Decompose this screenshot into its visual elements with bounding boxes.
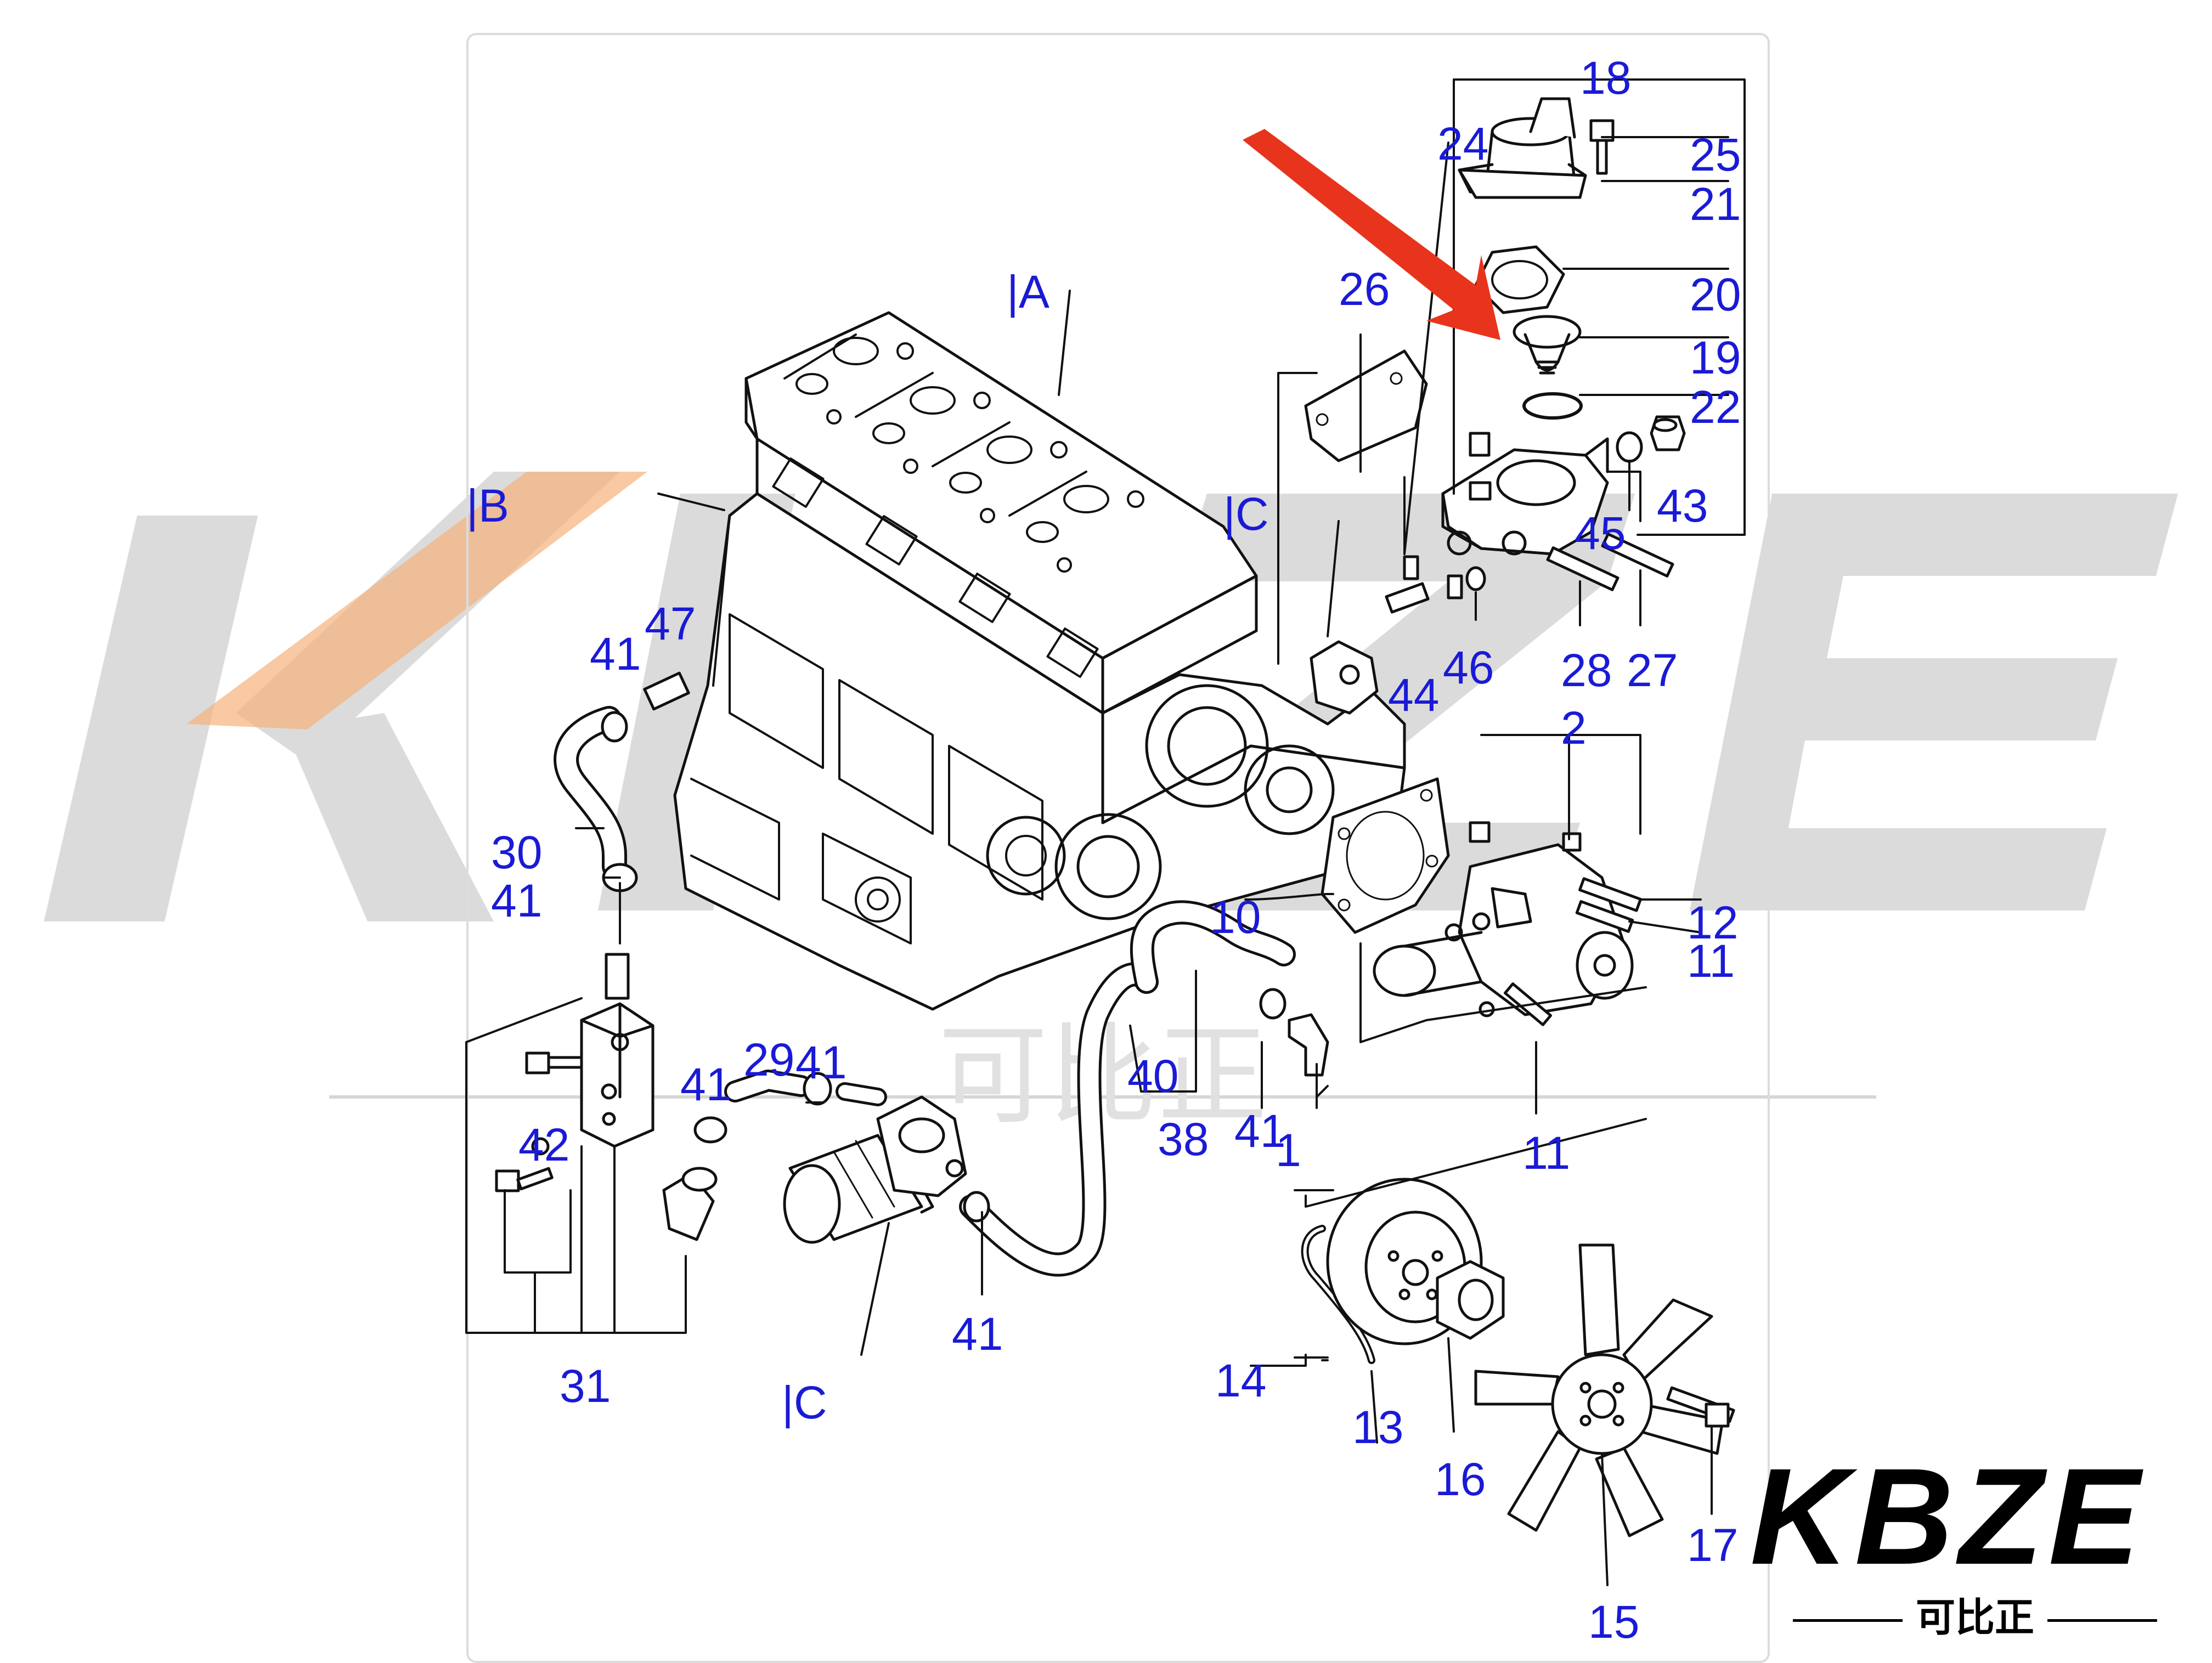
- callout-46: 46: [1443, 642, 1494, 693]
- callout-22: 22: [1690, 381, 1741, 433]
- callout-41-b: 41: [491, 875, 543, 926]
- callout-24: 24: [1437, 118, 1489, 169]
- red-arrow: [1243, 129, 1500, 340]
- callout-41-f: 41: [952, 1308, 1003, 1360]
- pump-bolts: [1469, 821, 1642, 1026]
- callout-44: 44: [1388, 669, 1440, 721]
- housing-parts-right: [1616, 415, 1686, 463]
- bolts-27-28: [1546, 533, 1674, 591]
- fitting-pipe: [605, 953, 630, 1000]
- fan-15: [1474, 1243, 1724, 1537]
- callout-17: 17: [1687, 1519, 1739, 1571]
- callout-20: 20: [1690, 269, 1741, 320]
- brand-logo-cn: 可比正: [1750, 1585, 2200, 1643]
- block-31: [580, 1002, 654, 1148]
- callout-ref-B: |B: [466, 480, 509, 531]
- callout-41-c: 41: [795, 1037, 847, 1088]
- callout-28: 28: [1561, 644, 1612, 696]
- callout-31: 31: [560, 1360, 611, 1412]
- thermostat-19: [1513, 315, 1582, 375]
- callout-14: 14: [1215, 1355, 1267, 1406]
- spacer-16: [1436, 1260, 1505, 1340]
- callout-1: 1: [1276, 1124, 1301, 1176]
- fitting-47: [643, 671, 690, 711]
- o-ring-22: [1522, 392, 1583, 420]
- callout-26: 26: [1339, 263, 1390, 315]
- callout-15: 15: [1588, 1596, 1640, 1648]
- callout-18: 18: [1580, 52, 1632, 104]
- callout-38: 38: [1158, 1113, 1209, 1165]
- callout-30: 30: [491, 827, 543, 878]
- v-belt-14: [1301, 1225, 1375, 1364]
- clamp-41-bottom: [963, 1191, 990, 1223]
- callout-16: 16: [1435, 1453, 1486, 1505]
- bolt-25: [1589, 119, 1615, 175]
- callout-11-b: 11: [1522, 1127, 1571, 1179]
- engine-block: [673, 311, 1406, 1011]
- callout-27: 27: [1627, 644, 1678, 696]
- gasket-10-holes: [1338, 789, 1438, 912]
- callout-19: 19: [1690, 332, 1741, 383]
- watermark-accent-shape: [187, 472, 647, 729]
- callout-11-a: 11: [1687, 935, 1735, 987]
- callout-13: 13: [1352, 1401, 1404, 1453]
- brand-logo: KBZE 可比正: [1750, 1440, 2200, 1641]
- callout-10: 10: [1210, 891, 1261, 943]
- elbow-1: [1259, 988, 1329, 1077]
- callout-ref-C-top: |C: [1223, 488, 1269, 540]
- callout-40: 40: [1127, 1050, 1179, 1102]
- callout-45: 45: [1575, 507, 1626, 559]
- callout-29: 29: [743, 1034, 795, 1085]
- leader-lines: [465, 78, 1746, 1586]
- oil-cooler: [876, 1095, 967, 1197]
- callout-12: 12: [1687, 897, 1739, 948]
- callout-25: 25: [1690, 129, 1741, 180]
- callout-42: 42: [518, 1119, 570, 1170]
- elbow-fitting: [662, 1116, 727, 1241]
- callout-2: 2: [1561, 702, 1587, 754]
- thermostat-case: [1441, 437, 1609, 556]
- callout-47: 47: [645, 598, 696, 649]
- callout-43: 43: [1657, 480, 1708, 531]
- brand-logo-word: KBZE: [1750, 1440, 2146, 1593]
- callout-ref-A: |A: [1007, 266, 1049, 318]
- callout-41-d: 41: [680, 1059, 732, 1110]
- thermostat-housing: [1458, 97, 1587, 199]
- callout-41-a: 41: [590, 628, 641, 680]
- clamp-41-mid: [803, 1072, 832, 1106]
- gasket-26: [1304, 349, 1428, 462]
- plugs-44-46: [1385, 432, 1492, 614]
- callout-21: 21: [1690, 178, 1741, 230]
- callout-41-e: 41: [1234, 1105, 1286, 1157]
- callout-ref-C-bottom: |C: [782, 1377, 827, 1428]
- bolt-17: [1666, 1386, 1735, 1428]
- bolts-42: [495, 1051, 583, 1192]
